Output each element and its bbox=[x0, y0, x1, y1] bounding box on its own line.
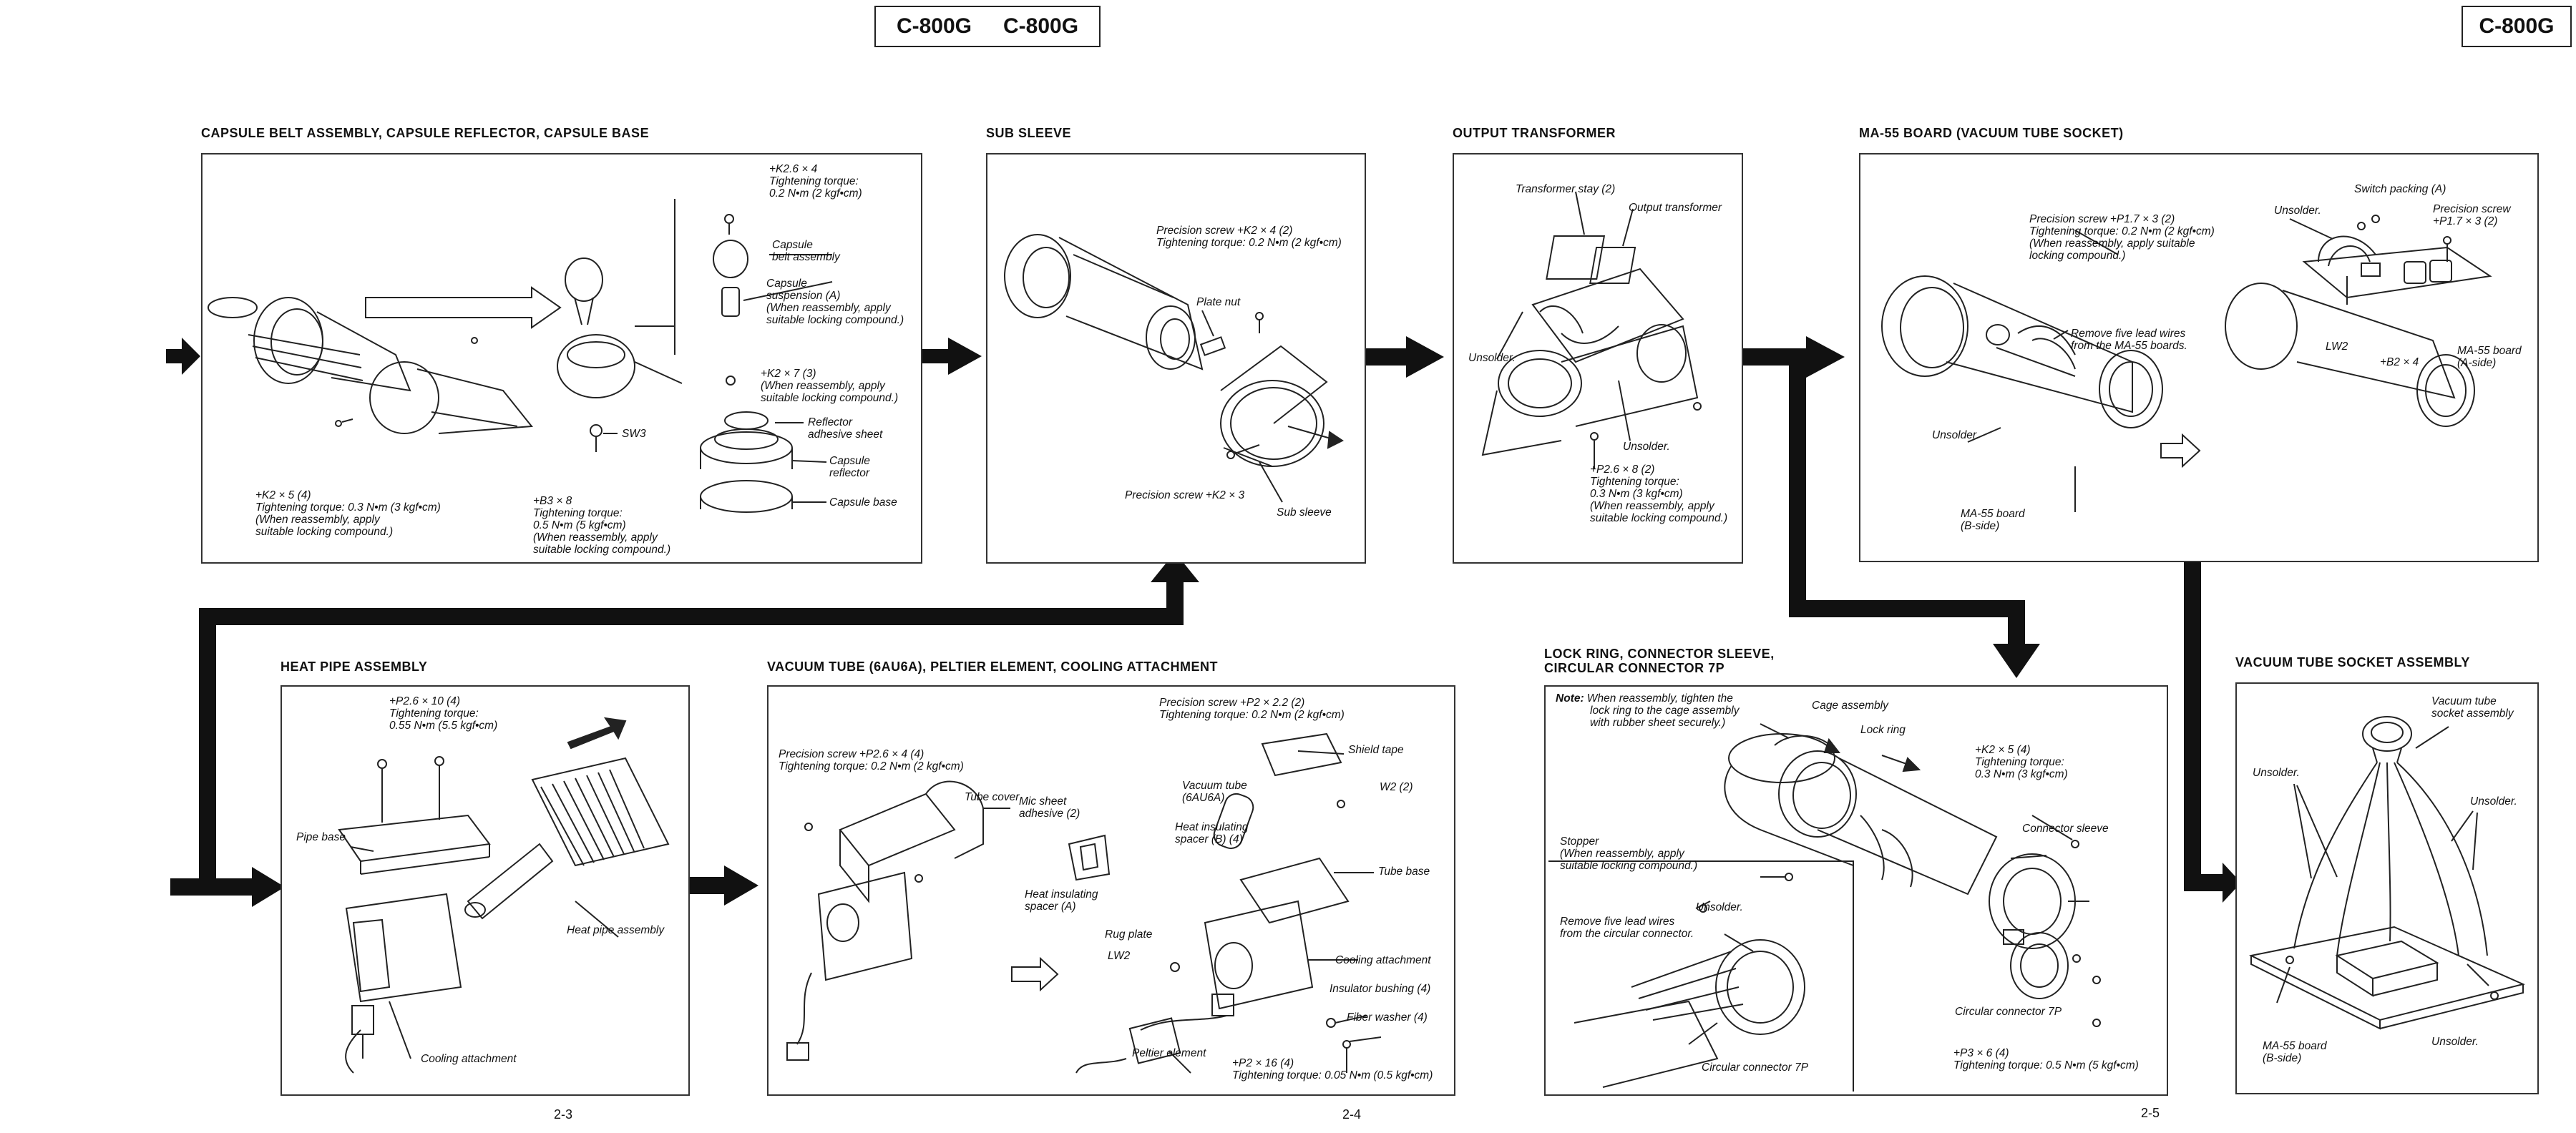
socket-panel: Vacuum tube socket assembly Unsolder. Un… bbox=[2235, 682, 2539, 1094]
capsule-section-title: CAPSULE BELT ASSEMBLY, CAPSULE REFLECTOR… bbox=[201, 126, 650, 140]
lock-ring-circular-right: Circular connector 7P bbox=[1955, 1006, 2062, 1018]
vacuum-tube-prec-left-label: Precision screw +P2.6 × 4 (4) Tightening… bbox=[779, 748, 964, 772]
vacuum-tube-panel: Precision screw +P2 × 2.2 (2) Tightening… bbox=[767, 685, 1455, 1096]
ma55-unsolder-left: Unsolder. bbox=[1932, 429, 1979, 441]
vacuum-tube-prec-top-label: Precision screw +P2 × 2.2 (2) Tightening… bbox=[1159, 697, 1345, 721]
output-transformer-section-title: OUTPUT TRANSFORMER bbox=[1453, 126, 1616, 140]
lock-ring-k2x5-label: +K2 × 5 (4) Tightening torque: 0.3 N•m (… bbox=[1975, 744, 2068, 780]
lock-ring-lock-ring-label: Lock ring bbox=[1860, 724, 1906, 736]
page-number-right: 2-5 bbox=[2141, 1106, 2160, 1120]
header-model-box: C-800G C-800G bbox=[874, 6, 1101, 47]
ma55-remove-leads: Remove five lead wires from the MA-55 bo… bbox=[2071, 328, 2187, 352]
vacuum-tube-mic-sheet: Mic sheet adhesive (2) bbox=[1019, 795, 1080, 820]
lock-ring-remove-leads: Remove five lead wires from the circular… bbox=[1560, 916, 1694, 940]
vacuum-tube-tube-label: Vacuum tube (6AU6A) bbox=[1182, 780, 1247, 804]
lock-ring-drawing bbox=[1548, 723, 2101, 1092]
ma55-precision-right: Precision screw +P1.7 × 3 (2) bbox=[2433, 203, 2511, 227]
ma55-switch-packing: Switch packing (A) bbox=[2354, 183, 2446, 195]
capsule-base-label: Capsule base bbox=[829, 496, 897, 509]
ma55-precision-label: Precision screw +P1.7 × 3 (2) Tightening… bbox=[2029, 213, 2215, 262]
socket-board-label: MA-55 board (B-side) bbox=[2263, 1040, 2327, 1064]
header-model-right: C-800G bbox=[2479, 14, 2555, 38]
lock-ring-stopper-label: Stopper (When reassembly, apply suitable… bbox=[1560, 835, 1698, 872]
sub-sleeve-drawing bbox=[1004, 234, 1344, 503]
sub-sleeve-precision-label: Precision screw +K2 × 4 (2) Tightening t… bbox=[1156, 225, 1342, 249]
capsule-k26-screw: +K2.6 × 4 Tightening torque: 0.2 N•m (2 … bbox=[769, 163, 862, 200]
output-transformer-drawing bbox=[1481, 191, 1702, 469]
output-transformer-unsolder-bottom: Unsolder. bbox=[1623, 441, 1670, 453]
vacuum-tube-tube-base: Tube base bbox=[1378, 865, 1430, 878]
output-transformer-panel: Transformer stay (2) Output transformer … bbox=[1453, 153, 1743, 564]
lock-ring-section-title: LOCK RING, CONNECTOR SLEEVE, CIRCULAR CO… bbox=[1544, 647, 1775, 675]
lock-ring-unsolder: Unsolder. bbox=[1696, 901, 1743, 913]
capsule-suspension-label: Capsule suspension (A) (When reassembly,… bbox=[766, 278, 904, 326]
ma55-drawing bbox=[1881, 215, 2492, 512]
capsule-sw3-label: SW3 bbox=[622, 428, 646, 440]
socket-unsolder-right: Unsolder. bbox=[2470, 795, 2517, 808]
vacuum-tube-lw2: LW2 bbox=[1108, 950, 1131, 962]
capsule-panel: +K2.6 × 4 Tightening torque: 0.2 N•m (2 … bbox=[201, 153, 922, 564]
heat-pipe-cooling-label: Cooling attachment bbox=[421, 1053, 517, 1065]
socket-section-title: VACUUM TUBE SOCKET ASSEMBLY bbox=[2235, 655, 2470, 670]
vacuum-tube-peltier: Peltier element bbox=[1132, 1047, 1206, 1059]
output-transformer-p26x8-label: +P2.6 × 8 (2) Tightening torque: 0.3 N•m… bbox=[1590, 464, 1728, 524]
vacuum-tube-fiber: Fiber washer (4) bbox=[1347, 1011, 1428, 1024]
vacuum-tube-rug-plate: Rug plate bbox=[1105, 928, 1153, 941]
lock-ring-cage-label: Cage assembly bbox=[1812, 700, 1888, 712]
ma55-lw2: LW2 bbox=[2326, 340, 2348, 353]
header-model-2: C-800G bbox=[1003, 14, 1079, 38]
vacuum-tube-shield-tape: Shield tape bbox=[1348, 744, 1404, 756]
vacuum-tube-cooling: Cooling attachment bbox=[1335, 954, 1431, 966]
capsule-k2x5-label: +K2 × 5 (4) Tightening torque: 0.3 N•m (… bbox=[255, 489, 441, 538]
page-number-center: 2-4 bbox=[1342, 1107, 1362, 1122]
capsule-reflector-sheet-label: Reflector adhesive sheet bbox=[808, 416, 883, 441]
header-model-1: C-800G bbox=[896, 14, 972, 38]
lock-ring-connector-sleeve: Connector sleeve bbox=[2022, 823, 2109, 835]
heat-pipe-p26x10-label: +P2.6 × 10 (4) Tightening torque: 0.55 N… bbox=[389, 695, 498, 732]
vacuum-tube-insulator: Insulator bushing (4) bbox=[1330, 983, 1431, 995]
capsule-belt-label: Capsule belt assembly bbox=[772, 239, 840, 263]
capsule-k2x7-label: +K2 × 7 (3) (When reassembly, apply suit… bbox=[761, 368, 899, 404]
output-transformer-label: Output transformer bbox=[1629, 202, 1722, 214]
socket-drawing bbox=[2248, 716, 2526, 1030]
sub-sleeve-section-title: SUB SLEEVE bbox=[986, 126, 1072, 140]
lock-ring-panel: Note: When reassembly, tighten the lock … bbox=[1544, 685, 2168, 1096]
output-transformer-unsolder-left: Unsolder. bbox=[1468, 352, 1516, 364]
ma55-board-a-label: MA-55 board (A-side) bbox=[2457, 345, 2522, 369]
vacuum-tube-p2x16: +P2 × 16 (4) Tightening torque: 0.05 N•m… bbox=[1232, 1057, 1433, 1082]
ma55-board-b-label: MA-55 board (B-side) bbox=[1961, 508, 2025, 532]
lock-ring-p3x6-label: +P3 × 6 (4) Tightening torque: 0.5 N•m (… bbox=[1953, 1047, 2139, 1071]
socket-unsolder-left: Unsolder. bbox=[2253, 767, 2300, 779]
page-number-left: 2-3 bbox=[554, 1107, 573, 1122]
lock-ring-circular-bottom: Circular connector 7P bbox=[1702, 1061, 1809, 1074]
header-model-box-right: C-800G bbox=[2462, 6, 2572, 47]
lock-ring-note: Note: When reassembly, tighten the lock … bbox=[1556, 692, 1740, 729]
ma55-panel: Precision screw +P1.7 × 3 (2) Tightening… bbox=[1859, 153, 2539, 562]
ma55-b2x4: +B2 × 4 bbox=[2380, 356, 2419, 368]
ma55-section-title: MA-55 BOARD (VACUUM TUBE SOCKET) bbox=[1859, 126, 2124, 140]
heat-pipe-pipe-base-label: Pipe base bbox=[296, 831, 346, 843]
sub-sleeve-plate-nut-label: Plate nut bbox=[1196, 296, 1241, 308]
vacuum-tube-drawing bbox=[786, 732, 1382, 1074]
capsule-reflector-label: Capsule reflector bbox=[829, 455, 870, 479]
vacuum-tube-spacer-b: Heat insulating spacer (B) (4) bbox=[1175, 821, 1249, 845]
sub-sleeve-label: Sub sleeve bbox=[1277, 506, 1332, 519]
vacuum-tube-section-title: VACUUM TUBE (6AU6A), PELTIER ELEMENT, CO… bbox=[767, 659, 1218, 674]
vacuum-tube-tube-cover: Tube cover bbox=[965, 791, 1020, 803]
socket-assembly-label: Vacuum tube socket assembly bbox=[2431, 695, 2514, 720]
vacuum-tube-spacer-a: Heat insulating spacer (A) bbox=[1025, 888, 1098, 913]
heat-pipe-panel: +P2.6 × 10 (4) Tightening torque: 0.55 N… bbox=[280, 685, 690, 1096]
capsule-b3x8-label: +B3 × 8 Tightening torque: 0.5 N•m (5 kg… bbox=[533, 495, 671, 556]
heat-pipe-section-title: HEAT PIPE ASSEMBLY bbox=[280, 659, 428, 674]
sub-sleeve-panel: Precision screw +K2 × 4 (2) Tightening t… bbox=[986, 153, 1366, 564]
heat-pipe-drawing bbox=[338, 717, 670, 1074]
output-transformer-stay-label: Transformer stay (2) bbox=[1516, 183, 1616, 195]
ma55-unsolder-top: Unsolder. bbox=[2274, 205, 2321, 217]
vacuum-tube-w2: W2 (2) bbox=[1380, 781, 1413, 793]
socket-unsolder-bottom: Unsolder. bbox=[2431, 1036, 2479, 1048]
sub-sleeve-precision-k2x3-label: Precision screw +K2 × 3 bbox=[1125, 489, 1245, 501]
heat-pipe-assembly-label: Heat pipe assembly bbox=[567, 924, 665, 936]
capsule-drawing bbox=[208, 199, 833, 513]
